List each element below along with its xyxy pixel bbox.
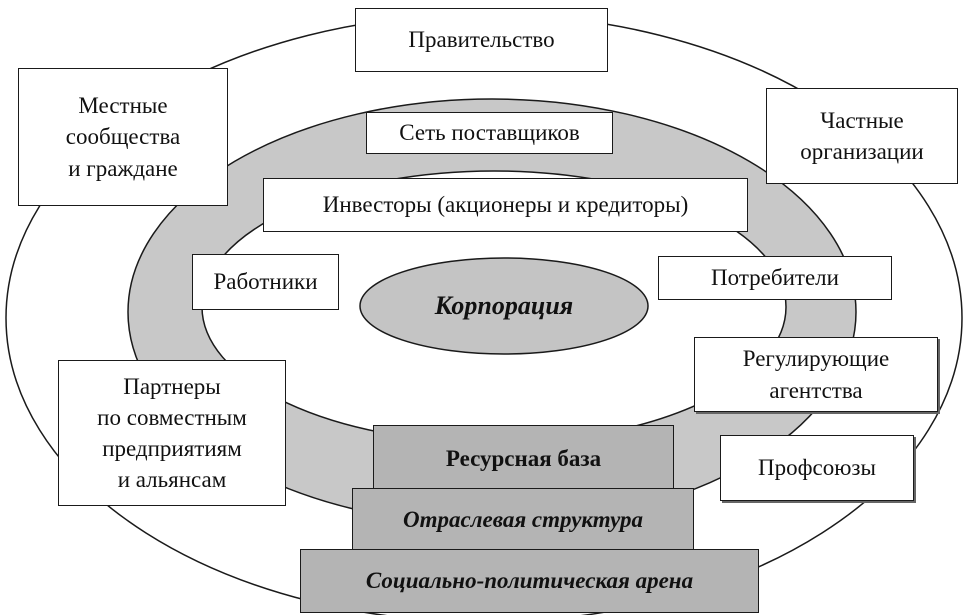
investors-box: Инвесторы (акционеры и кредиторы) bbox=[263, 178, 748, 232]
core-label: Корпорация bbox=[434, 291, 574, 320]
employees-box: Работники bbox=[192, 254, 339, 310]
industry-structure-block: Отраслевая структура bbox=[352, 488, 694, 552]
government-box: Правительство bbox=[355, 8, 608, 72]
private-orgs-box: Частные организации bbox=[766, 88, 958, 184]
regulators-box: Регулирующие агентства bbox=[694, 337, 938, 412]
resource-base-block: Ресурсная база bbox=[373, 425, 674, 492]
core-ellipse bbox=[359, 257, 649, 355]
sociopolitical-arena-block: Социально-политическая арена bbox=[300, 549, 759, 613]
unions-box: Профсоюзы bbox=[720, 435, 914, 501]
supply-chain-box: Сеть поставщиков bbox=[366, 112, 613, 154]
partners-box: Партнеры по совместным предприятиям и ал… bbox=[58, 360, 286, 506]
local-communities-box: Местные сообщества и граждане bbox=[18, 68, 228, 206]
consumers-box: Потребители bbox=[658, 256, 892, 300]
